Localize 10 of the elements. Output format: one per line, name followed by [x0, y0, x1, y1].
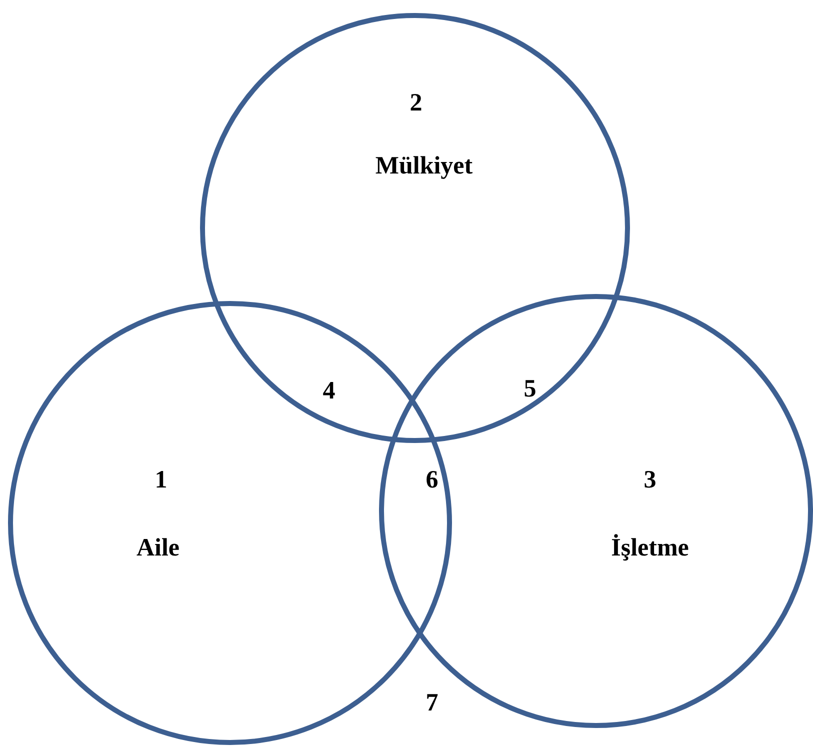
set-label: İşletme [611, 536, 689, 560]
region-number: 7 [426, 690, 438, 716]
region-number: 5 [524, 376, 536, 402]
region-number: 2 [410, 90, 422, 116]
region-number: 6 [426, 468, 438, 492]
set-label: Mülkiyet [375, 154, 473, 178]
set-label: Aile [136, 536, 180, 560]
region-number: 1 [154, 468, 168, 492]
region-number: 4 [322, 378, 336, 404]
region-number: 3 [644, 468, 656, 492]
